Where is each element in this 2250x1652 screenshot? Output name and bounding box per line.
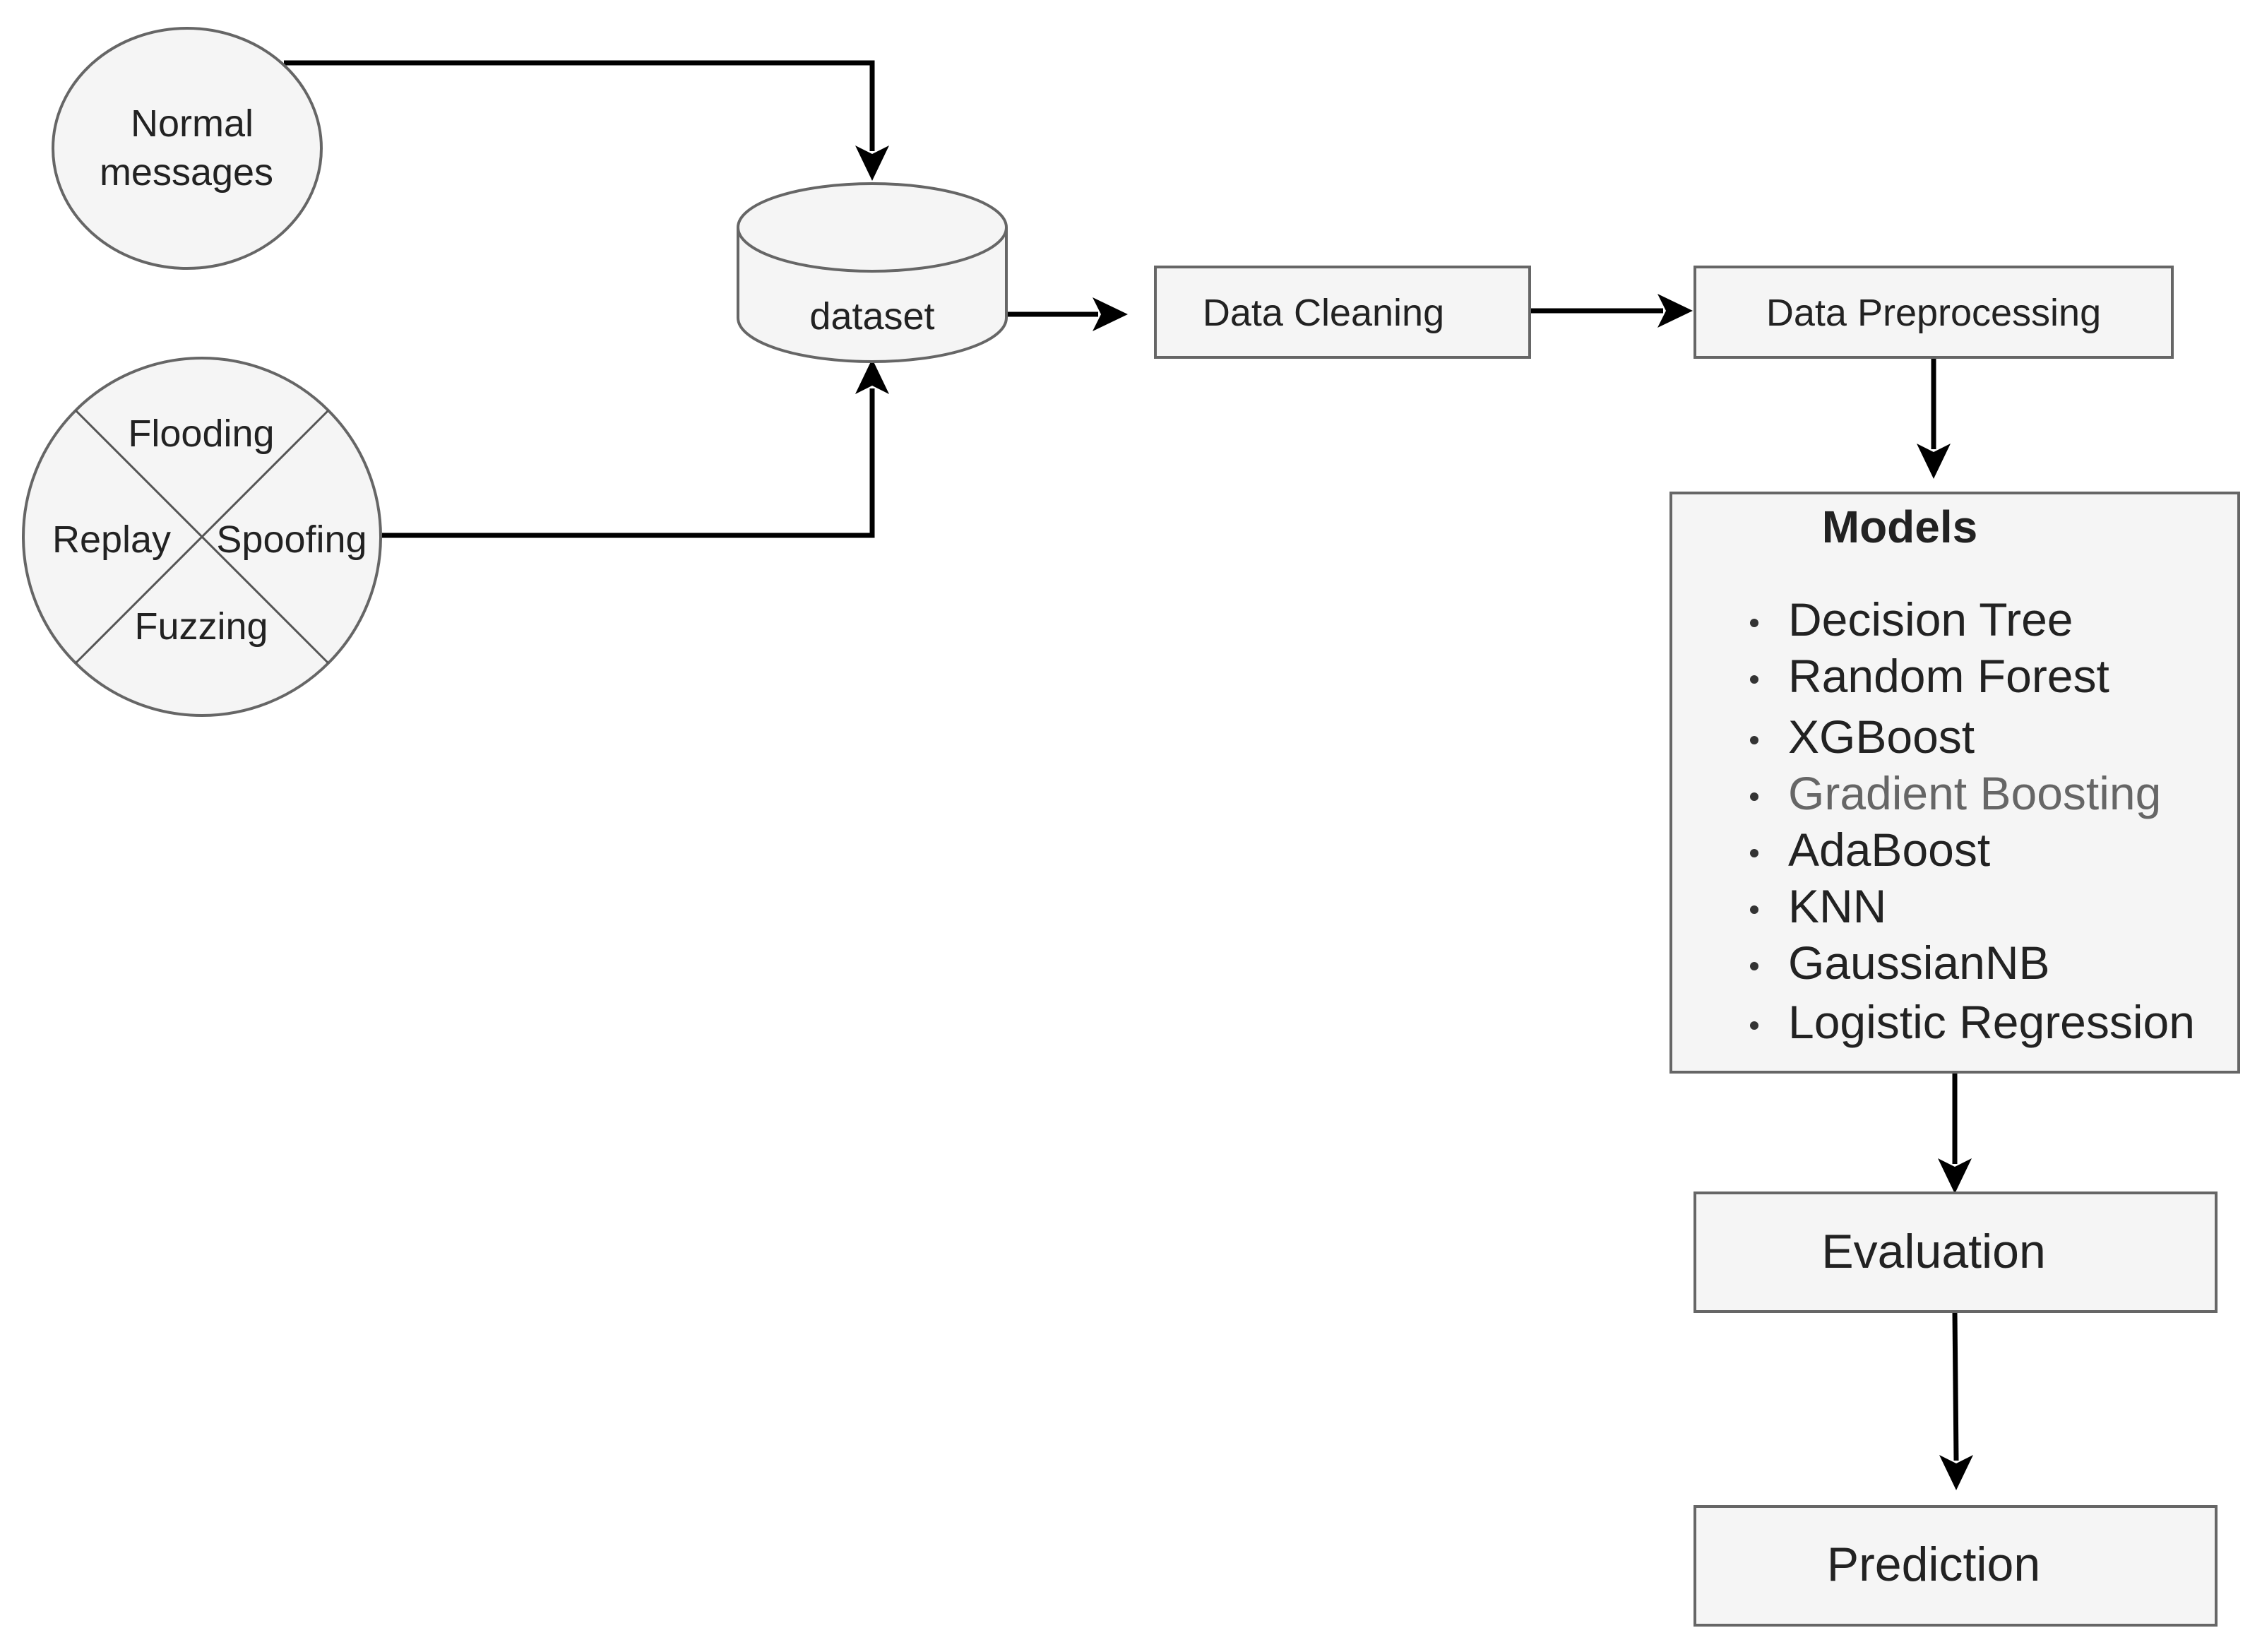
edge-attacks-to-dataset: [382, 388, 875, 538]
arrowhead-normal-to-dataset: [855, 145, 889, 181]
normal-messages-node: Normal messages: [52, 27, 323, 270]
data-cleaning-node: Data Cleaning: [1154, 266, 1531, 359]
normal-messages-label-line2: messages: [100, 151, 273, 194]
attack-label-replay: Replay: [52, 518, 171, 561]
dataset-label: dataset: [809, 295, 934, 338]
model-bullet: [1750, 905, 1758, 914]
arrowhead-models-to-evaluation: [1938, 1158, 1972, 1194]
edge-normal-to-dataset: [284, 60, 875, 151]
attack-label-fuzzing: Fuzzing: [134, 605, 268, 648]
prediction-label: Prediction: [1827, 1538, 2040, 1591]
model-bullet: [1750, 736, 1758, 744]
normal-messages-label-line1: Normal: [131, 102, 254, 145]
attack-label-spoofing: Spoofing: [216, 518, 367, 561]
data-preprocessing-box: [1694, 266, 2174, 359]
model-item: KNN: [1788, 880, 1886, 932]
models-title: Models: [1822, 501, 1977, 552]
attack-divider-ascending: [74, 409, 330, 665]
model-bullet: [1750, 792, 1758, 801]
model-bullet: [1750, 1021, 1758, 1030]
dataset-node: dataset: [737, 182, 1008, 363]
arrowhead-evaluation-to-prediction: [1939, 1455, 1973, 1490]
arrowhead-dataset-to-cleaning: [1093, 297, 1128, 331]
prediction-node: Prediction: [1694, 1505, 2218, 1627]
model-bullet: [1750, 619, 1758, 627]
model-bullet: [1750, 962, 1758, 970]
model-item: AdaBoost: [1788, 824, 1990, 876]
normal-messages-ellipse: [52, 27, 323, 270]
data-preprocessing-label: Data Preprocessing: [1766, 292, 2101, 334]
attack-label-flooding: Flooding: [128, 412, 274, 455]
arrowhead-preprocessing-to-models: [1917, 444, 1951, 479]
model-item: Random Forest: [1788, 650, 2109, 702]
dataset-cylinder-top: [737, 227, 1008, 273]
evaluation-node: Evaluation: [1694, 1192, 2218, 1313]
model-item: Gradient Boosting: [1788, 767, 2161, 819]
data-preprocessing-node: Data Preprocessing: [1694, 266, 2174, 359]
arrowhead-cleaning-to-preprocessing: [1657, 294, 1693, 328]
attack-types-node: Flooding Replay Spoofing Fuzzing: [22, 357, 382, 717]
model-bullet: [1750, 849, 1758, 857]
model-item: Decision Tree: [1788, 593, 2073, 646]
model-item: XGBoost: [1788, 711, 1975, 763]
data-cleaning-box: [1154, 266, 1531, 359]
model-bullet: [1750, 675, 1758, 684]
prediction-box: [1694, 1505, 2218, 1627]
evaluation-label: Evaluation: [1821, 1225, 2046, 1278]
edge-evaluation-to-prediction: [1952, 1312, 1959, 1461]
evaluation-box: [1694, 1192, 2218, 1313]
model-item: GaussianNB: [1788, 937, 2050, 989]
model-item: Logistic Regression: [1788, 996, 2195, 1048]
arrowhead-attacks-to-dataset: [855, 359, 889, 394]
data-cleaning-label: Data Cleaning: [1203, 292, 1444, 334]
models-box: [1669, 492, 2240, 1074]
